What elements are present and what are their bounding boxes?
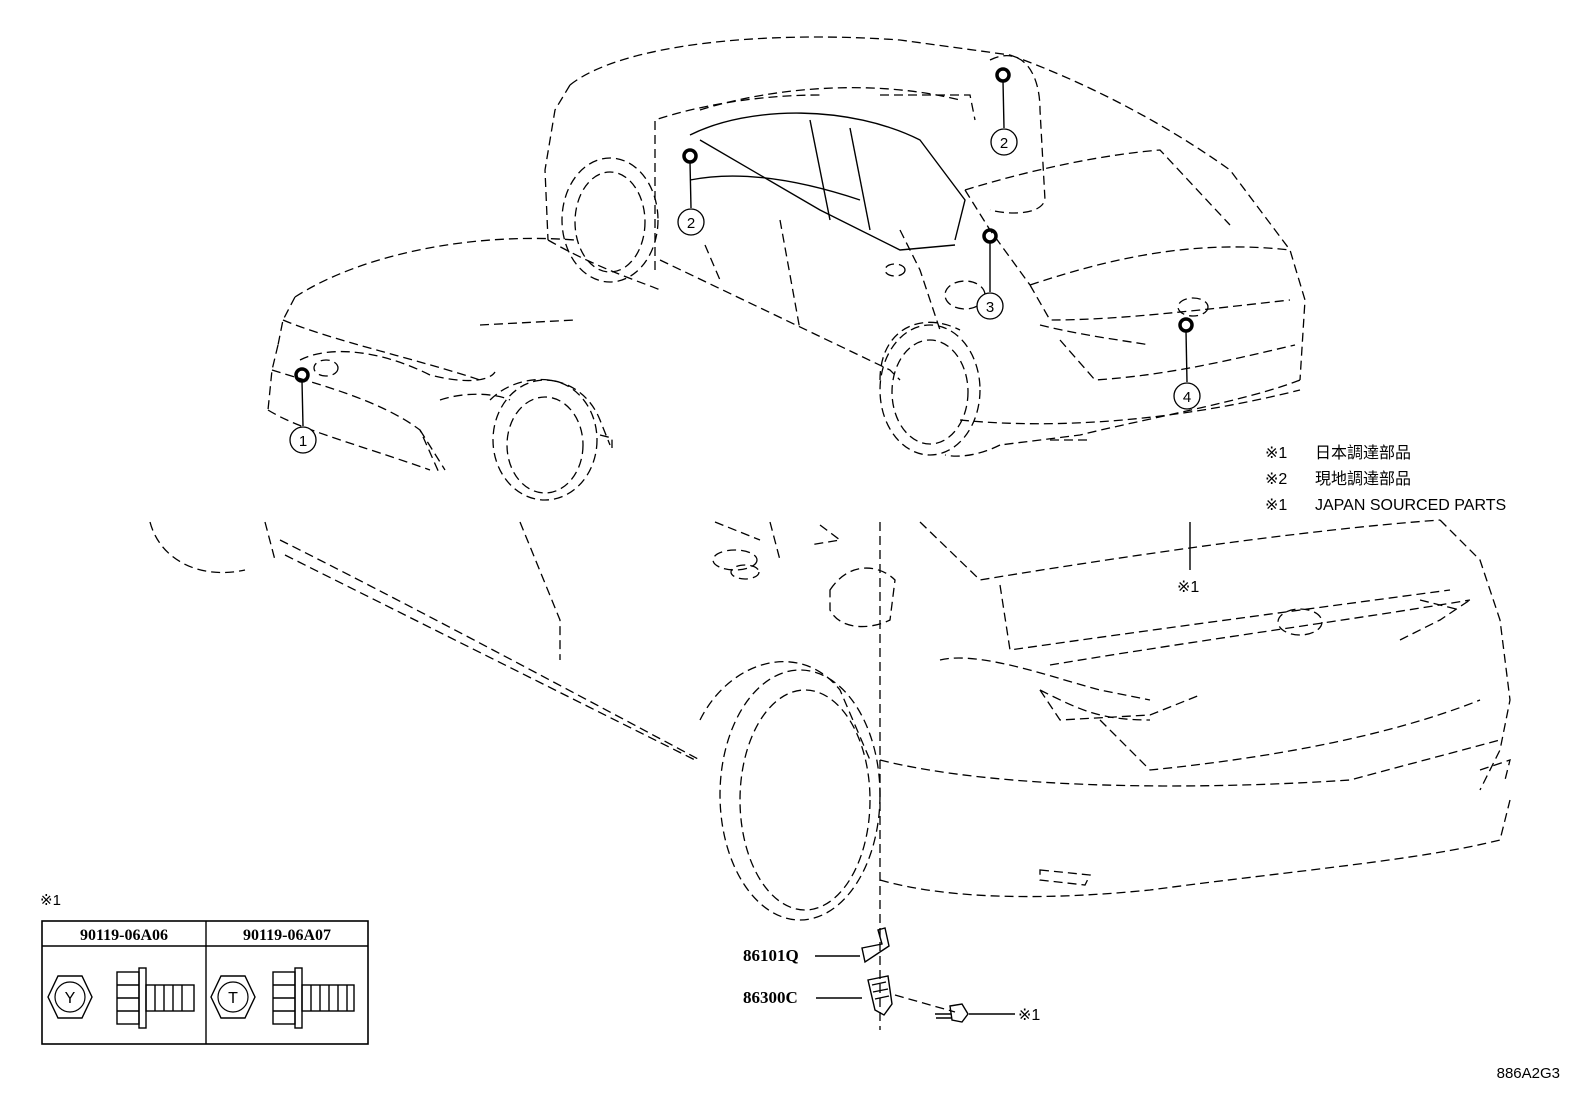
hex-head-y-icon: [47, 975, 93, 1019]
callout-label-2a: 2: [687, 215, 695, 232]
callout-circle-1: [289, 426, 317, 454]
note-mark-1: ※1: [1265, 445, 1287, 462]
bolt-head-letter-y: Y: [65, 990, 76, 1007]
note-mark-3: ※1: [1265, 497, 1287, 514]
horn-icon: [867, 975, 893, 1016]
sedan-overview-illustration: [544, 36, 1306, 457]
note-text-3: JAPAN SOURCED PARTS: [1315, 497, 1506, 514]
callout-circle-3: [976, 292, 1004, 320]
bolt-side-view-2-icon: [272, 967, 355, 1029]
bolt-table: ※1 90119-06A06 90119-06A07 Y T: [40, 892, 369, 1045]
bolt-icon: [949, 1003, 969, 1023]
rear-ref-mark: ※1: [1177, 579, 1199, 596]
note-text-1: 日本調達部品: [1315, 444, 1411, 462]
callout-circle-2a: [677, 208, 705, 236]
part-number-86101Q: 86101Q: [743, 946, 799, 965]
notes-legend: ※1 日本調達部品 ※2 現地調達部品 ※1 JAPAN SOURCED PAR…: [1265, 444, 1506, 514]
bolt-head-letter-t: T: [228, 990, 238, 1007]
bolt-side-view-1-icon: [116, 967, 195, 1029]
part-number-86300C: 86300C: [743, 988, 798, 1007]
bolt-table-mark: ※1: [40, 892, 61, 909]
hex-head-t-icon: [210, 975, 256, 1019]
callout-markers: 1 2 2 3 4: [289, 67, 1201, 454]
diagram-code: 886A2G3: [1497, 1065, 1560, 1082]
callout-label-3: 3: [986, 299, 994, 316]
rear-detail-illustration: [149, 519, 1511, 1030]
callout-circle-4: [1173, 382, 1201, 410]
callout-label-4: 4: [1183, 389, 1191, 406]
callout-label-1: 1: [299, 433, 307, 450]
callout-circle-2b: [990, 128, 1018, 156]
bolt-part-number-1: 90119-06A06: [80, 927, 168, 944]
note-text-2: 現地調達部品: [1315, 470, 1411, 488]
callout-label-2b: 2: [1000, 135, 1008, 152]
bracket-icon: [861, 927, 890, 964]
front-car-illustration: [267, 237, 613, 501]
parts-callouts: 86101Q 86300C ※1: [743, 927, 1040, 1024]
bolt-part-number-2: 90119-06A07: [243, 927, 331, 944]
bolt-ref-mark: ※1: [1018, 1007, 1040, 1024]
note-mark-2: ※2: [1265, 471, 1287, 488]
